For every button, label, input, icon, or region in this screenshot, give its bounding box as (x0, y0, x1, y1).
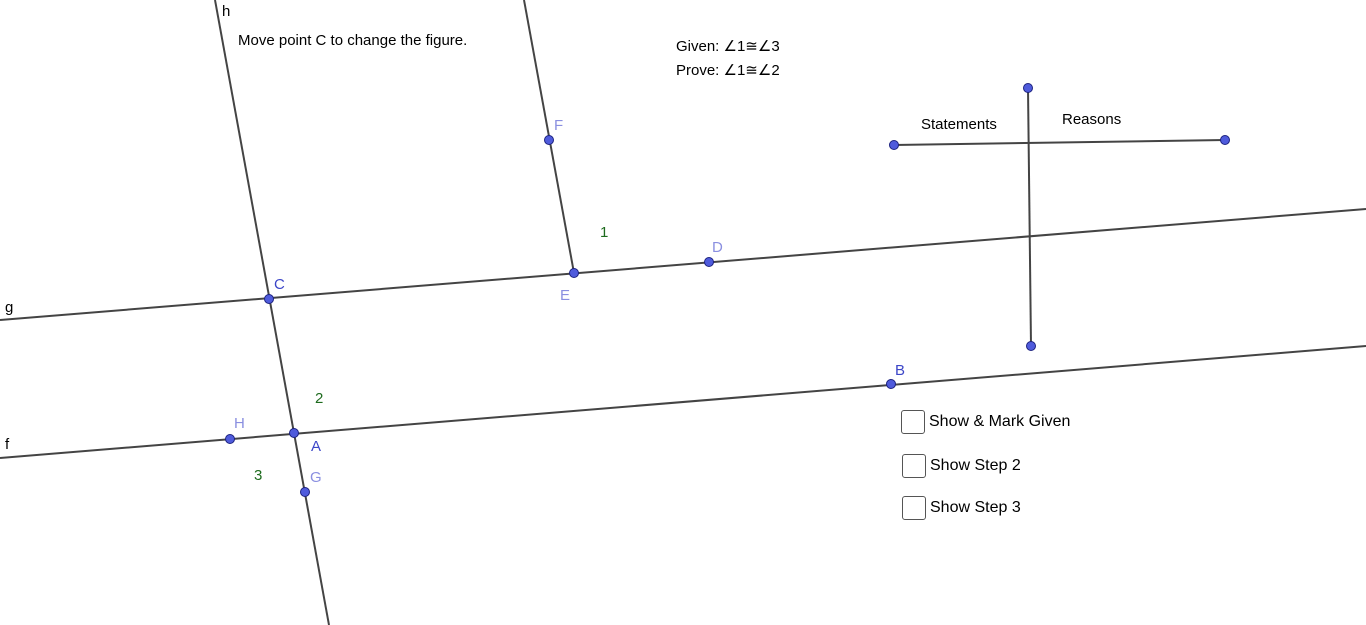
line-label-h: h (222, 3, 230, 20)
line-label-g: g (5, 299, 13, 316)
point-label-g: G (310, 469, 322, 486)
line-g (0, 208, 1366, 321)
point-e[interactable] (569, 268, 579, 278)
checkbox-label: Show & Mark Given (929, 413, 1071, 430)
checkbox-label: Show Step 2 (930, 457, 1021, 474)
line-h (214, 0, 330, 625)
tchart-point-left[interactable] (889, 140, 899, 150)
point-label-h: H (234, 415, 245, 432)
point-d[interactable] (704, 257, 714, 267)
prove-text: Prove: ∠1≅∠2 (676, 62, 780, 79)
point-label-f: F (554, 117, 563, 134)
line-f (0, 345, 1366, 459)
point-label-a: A (311, 438, 321, 455)
point-c[interactable] (264, 294, 274, 304)
angle-label-3: 3 (254, 467, 262, 484)
show-mark-given-checkbox[interactable] (901, 410, 925, 434)
reasons-header: Reasons (1062, 111, 1121, 128)
tchart-point-right[interactable] (1220, 135, 1230, 145)
point-a[interactable] (289, 428, 299, 438)
angle-label-2: 2 (315, 390, 323, 407)
point-label-e: E (560, 287, 570, 304)
instruction-text: Move point C to change the figure. (238, 32, 467, 49)
tchart-vertical (1027, 87, 1032, 347)
line-label-f: f (5, 436, 10, 453)
given-text: Given: ∠1≅∠3 (676, 38, 780, 55)
tchart-point-top[interactable] (1023, 83, 1033, 93)
tchart-point-bottom[interactable] (1026, 341, 1036, 351)
show-step-2-checkbox[interactable] (902, 454, 926, 478)
checkbox-label: Show Step 3 (930, 499, 1021, 516)
point-label-c: C (274, 276, 285, 293)
point-f[interactable] (544, 135, 554, 145)
angle-label-1: 1 (600, 224, 608, 241)
point-label-d: D (712, 239, 723, 256)
statements-header: Statements (921, 116, 997, 133)
show-step-3-checkbox[interactable] (902, 496, 926, 520)
point-b[interactable] (886, 379, 896, 389)
point-label-b: B (895, 362, 905, 379)
point-g[interactable] (300, 487, 310, 497)
checkbox-row-show-step-2[interactable]: Show Step 2 (902, 454, 1021, 478)
checkbox-row-show-mark-given[interactable]: Show & Mark Given (901, 410, 1070, 434)
checkbox-row-show-step-3[interactable]: Show Step 3 (902, 496, 1021, 520)
tchart-horizontal (893, 139, 1226, 146)
point-h[interactable] (225, 434, 235, 444)
